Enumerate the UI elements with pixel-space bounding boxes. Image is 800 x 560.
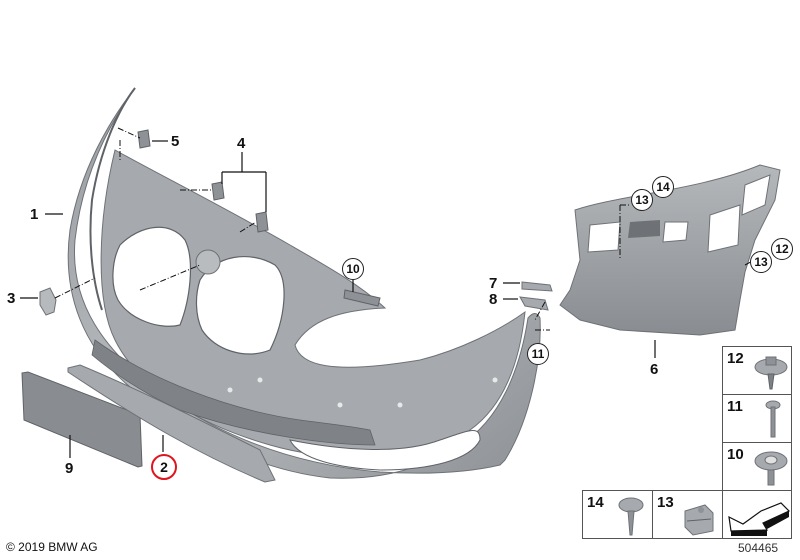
circled-label-13a: 13 bbox=[631, 189, 653, 211]
fastener-box-10[interactable]: 10 bbox=[722, 442, 792, 491]
fastener-number: 12 bbox=[727, 350, 744, 367]
part-label-9: 9 bbox=[65, 460, 74, 477]
clip-7 bbox=[521, 281, 553, 292]
part-label-1: 1 bbox=[30, 206, 39, 223]
direction-arrow-icon bbox=[728, 502, 791, 536]
hex-screw-icon bbox=[618, 497, 644, 536]
circled-label-13b: 13 bbox=[750, 251, 772, 273]
bumper-carrier-6 bbox=[559, 164, 781, 336]
clip-nut-icon bbox=[684, 504, 714, 536]
part-label-8: 8 bbox=[489, 291, 498, 308]
bumper-cover bbox=[67, 87, 541, 479]
fastener-number: 11 bbox=[727, 398, 743, 415]
bracket-5 bbox=[137, 129, 151, 149]
part-label-6: 6 bbox=[650, 361, 659, 378]
direction-arrow-box bbox=[722, 490, 792, 539]
fastener-box-11[interactable]: 11 bbox=[722, 394, 792, 443]
clip-8 bbox=[519, 296, 549, 311]
bracket-4b bbox=[255, 211, 269, 233]
rail-10 bbox=[343, 289, 381, 307]
fastener-box-12[interactable]: 12 bbox=[722, 346, 792, 395]
fastener-number: 14 bbox=[587, 494, 604, 511]
circled-label-11: 11 bbox=[527, 343, 549, 365]
leader-lines bbox=[20, 140, 656, 458]
dashed-leaders bbox=[54, 127, 759, 331]
washer-screw-icon bbox=[754, 451, 788, 486]
bracket-4a bbox=[211, 181, 225, 201]
part-label-4: 4 bbox=[237, 135, 246, 152]
trim-strip-2 bbox=[67, 364, 276, 483]
part-label-5: 5 bbox=[171, 133, 180, 150]
circled-label-12: 12 bbox=[771, 238, 793, 260]
screw-icon bbox=[765, 400, 781, 438]
flange-screw-icon bbox=[754, 356, 788, 390]
copyright-text: © 2019 BMW AG bbox=[6, 540, 98, 554]
license-plate-bracket bbox=[21, 371, 143, 468]
part-label-3: 3 bbox=[7, 290, 16, 307]
circled-label-14: 14 bbox=[652, 176, 674, 198]
fastener-box-14[interactable]: 14 bbox=[582, 490, 653, 539]
fastener-number: 13 bbox=[657, 494, 674, 511]
circled-label-10: 10 bbox=[342, 258, 364, 280]
circled-label-2-highlighted[interactable]: 2 bbox=[151, 454, 177, 480]
tow-hook-cover bbox=[39, 287, 57, 316]
fastener-number: 10 bbox=[727, 446, 744, 463]
diagram-number: 504465 bbox=[738, 541, 779, 555]
part-label-7: 7 bbox=[489, 275, 498, 292]
fastener-box-13[interactable]: 13 bbox=[652, 490, 723, 539]
